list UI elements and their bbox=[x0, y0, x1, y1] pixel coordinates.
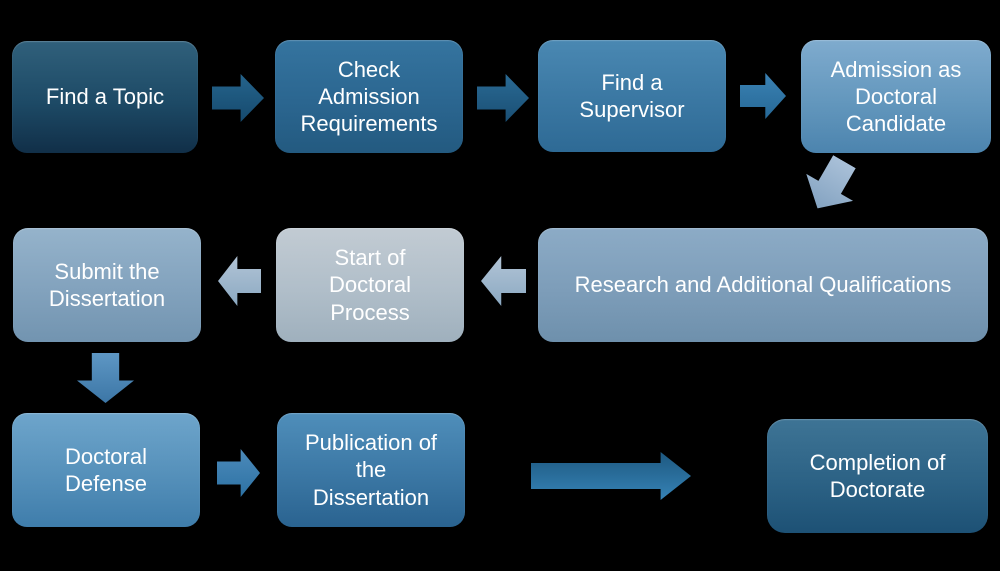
step-label: Find a Topic bbox=[45, 84, 165, 110]
arrow-supervisor-to-admission-icon bbox=[740, 73, 786, 119]
step-label: Doctoral Defense bbox=[65, 443, 147, 496]
step-start-of-doctoral-process: Start of Doctoral Process bbox=[276, 228, 464, 342]
step-label: Research and Additional Qualifications bbox=[574, 272, 952, 298]
arrow-submit-to-defense-icon bbox=[77, 353, 134, 403]
step-label: Admission as Doctoral Candidate bbox=[830, 56, 962, 137]
arrow-research-to-start-icon bbox=[481, 256, 526, 306]
step-label: Submit the Dissertation bbox=[48, 258, 166, 311]
arrow-defense-to-publication-icon bbox=[217, 449, 260, 497]
step-label: Completion of Doctorate bbox=[809, 449, 946, 502]
step-label: Find a Supervisor bbox=[579, 69, 685, 122]
arrow-admission-to-research-icon bbox=[794, 148, 868, 222]
arrow-check-to-supervisor-icon bbox=[477, 74, 529, 122]
step-submit-the-dissertation: Submit the Dissertation bbox=[13, 228, 201, 342]
step-publication-of-the-dissertation: Publication of the Dissertation bbox=[277, 413, 465, 527]
arrow-start-to-submit-icon bbox=[218, 256, 261, 306]
step-check-admission-requirements: Check Admission Requirements bbox=[275, 40, 463, 153]
arrow-topic-to-check-icon bbox=[212, 74, 264, 122]
step-label: Start of Doctoral Process bbox=[329, 245, 411, 325]
step-admission-as-doctoral-candidate: Admission as Doctoral Candidate bbox=[801, 40, 991, 153]
arrow-publication-to-completion-icon bbox=[531, 452, 691, 500]
step-label: Check Admission Requirements bbox=[300, 56, 438, 137]
step-completion-of-doctorate: Completion of Doctorate bbox=[767, 419, 988, 533]
step-research-and-additional-qualifications: Research and Additional Qualifications bbox=[538, 228, 988, 342]
step-find-a-supervisor: Find a Supervisor bbox=[538, 40, 726, 152]
step-label: Publication of the Dissertation bbox=[304, 430, 438, 510]
step-doctoral-defense: Doctoral Defense bbox=[12, 413, 200, 527]
step-find-a-topic: Find a Topic bbox=[12, 41, 198, 153]
